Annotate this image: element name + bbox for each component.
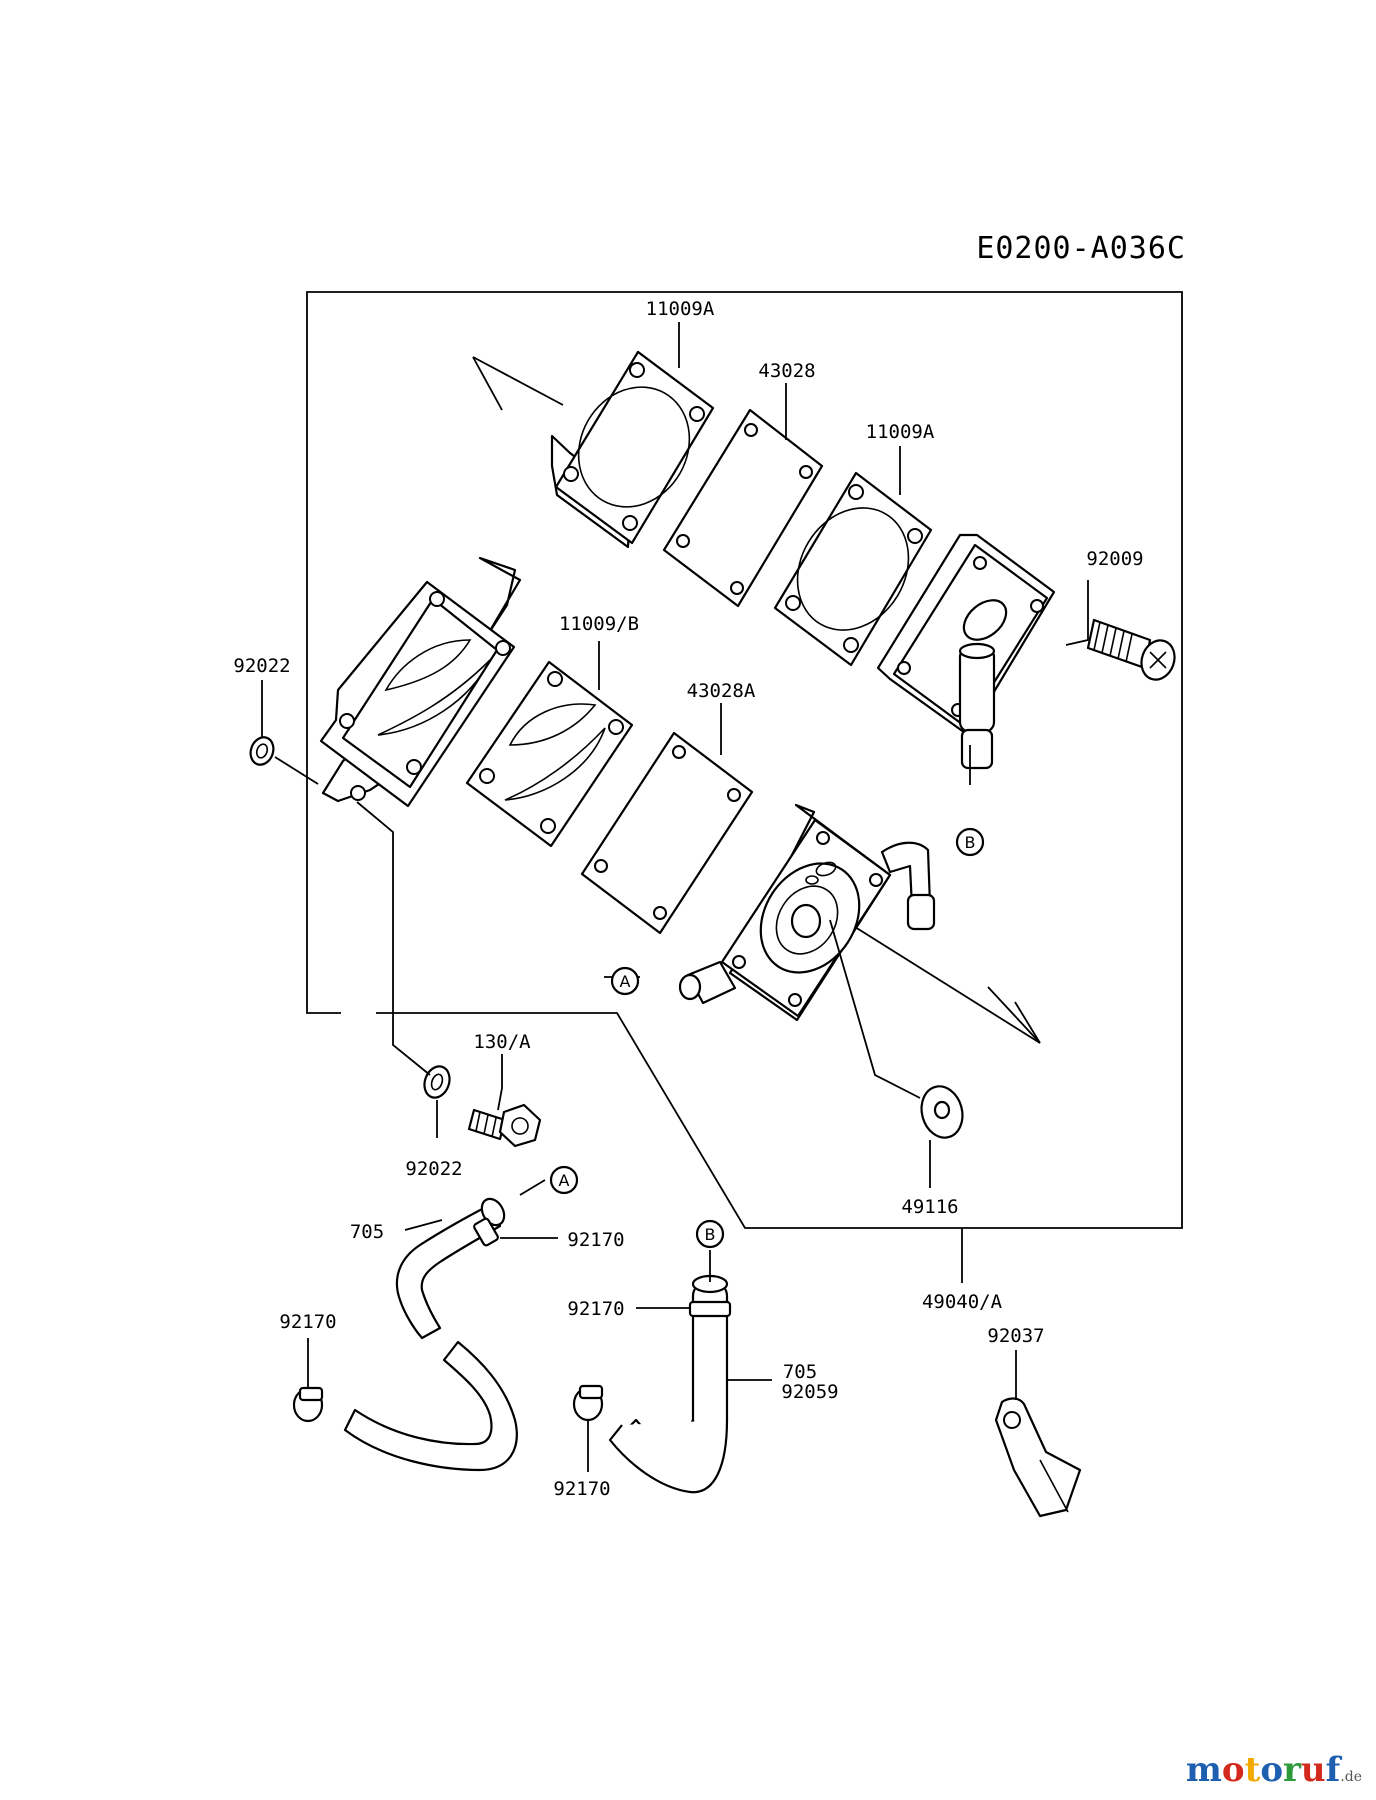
label-pump-assy-49040a: 49040/A	[922, 1291, 1003, 1313]
label-gasket-11009a-top: 11009A	[646, 298, 715, 320]
label-washer-92022-left: 92022	[233, 655, 290, 677]
bolt-130a	[467, 1103, 542, 1148]
label-clamp-92170-loose: 92170	[553, 1478, 610, 1500]
logo-letter: t	[1244, 1750, 1261, 1790]
label-hose-705-b: 705	[783, 1361, 817, 1383]
guide-line-top	[472, 356, 564, 406]
pump-body-left	[319, 556, 522, 808]
label-gasket-11009b: 11009/B	[559, 613, 639, 635]
bracket-92037	[994, 1397, 1082, 1518]
hose-705-a	[343, 1197, 518, 1472]
washer-92022-left	[249, 736, 275, 766]
diaphragm-43028-top	[662, 408, 824, 608]
label-clamp-92170-a: 92170	[567, 1229, 624, 1251]
connector-b-hose: B	[695, 1219, 725, 1249]
label-clamp-92170-b: 92170	[567, 1298, 624, 1320]
washer-92022-bottom-hole	[430, 1073, 444, 1091]
washer-92022-bottom	[423, 1065, 451, 1099]
label-valve-49116: 49116	[901, 1196, 958, 1218]
screw-92009	[1086, 618, 1176, 681]
assembly-frame	[306, 291, 1183, 1229]
label-gasket-11009a-mid: 11009A	[866, 421, 935, 443]
valve-49116	[920, 1085, 964, 1139]
leader-lines	[261, 322, 1089, 1472]
logo-letter: o	[1221, 1750, 1245, 1790]
pump-body-lower	[678, 803, 936, 1022]
logo-letter: o	[1260, 1750, 1283, 1790]
diagram-code: E0200-A036C	[976, 231, 1186, 266]
label-clamp-92170-left: 92170	[279, 1311, 336, 1333]
pump-cover-top	[876, 533, 1056, 770]
label-hose-705-a: 705	[350, 1221, 384, 1243]
diaphragm-43028a	[580, 731, 754, 935]
svg-text:B: B	[705, 1225, 716, 1244]
connector-a-top: A	[549, 1165, 579, 1195]
label-screw-92009: 92009	[1086, 548, 1143, 570]
label-bracket-92037: 92037	[987, 1325, 1044, 1347]
logo-suffix: .de	[1340, 1769, 1362, 1785]
label-bolt-130a: 130/A	[473, 1031, 531, 1053]
clamp-92170-middle	[572, 1384, 604, 1422]
label-hose-92059-b: 92059	[781, 1381, 838, 1403]
washer-92022-left-hole	[255, 743, 269, 759]
clamp-92170-left	[292, 1386, 324, 1423]
gasket-11009a-mid	[773, 471, 933, 667]
label-diaphragm-43028-top: 43028	[758, 360, 815, 382]
logo-letter: f	[1325, 1750, 1341, 1790]
svg-text:A: A	[559, 1171, 570, 1190]
connector-b-pump: B	[955, 827, 985, 857]
svg-text:A: A	[620, 972, 631, 991]
svg-text:B: B	[965, 833, 976, 852]
logo-letter: r	[1283, 1750, 1301, 1790]
gasket-11009a-top	[550, 350, 715, 549]
motoruf-logo: motoruf.de	[1186, 1750, 1362, 1790]
connector-a-pump: A	[610, 966, 640, 996]
gasket-11009b	[465, 660, 634, 848]
logo-letter: m	[1185, 1750, 1222, 1790]
label-diaphragm-43028a: 43028A	[687, 680, 756, 702]
guide-line-top-b	[472, 356, 503, 411]
logo-letter: u	[1300, 1750, 1326, 1790]
label-washer-92022-bottom: 92022	[405, 1158, 462, 1180]
